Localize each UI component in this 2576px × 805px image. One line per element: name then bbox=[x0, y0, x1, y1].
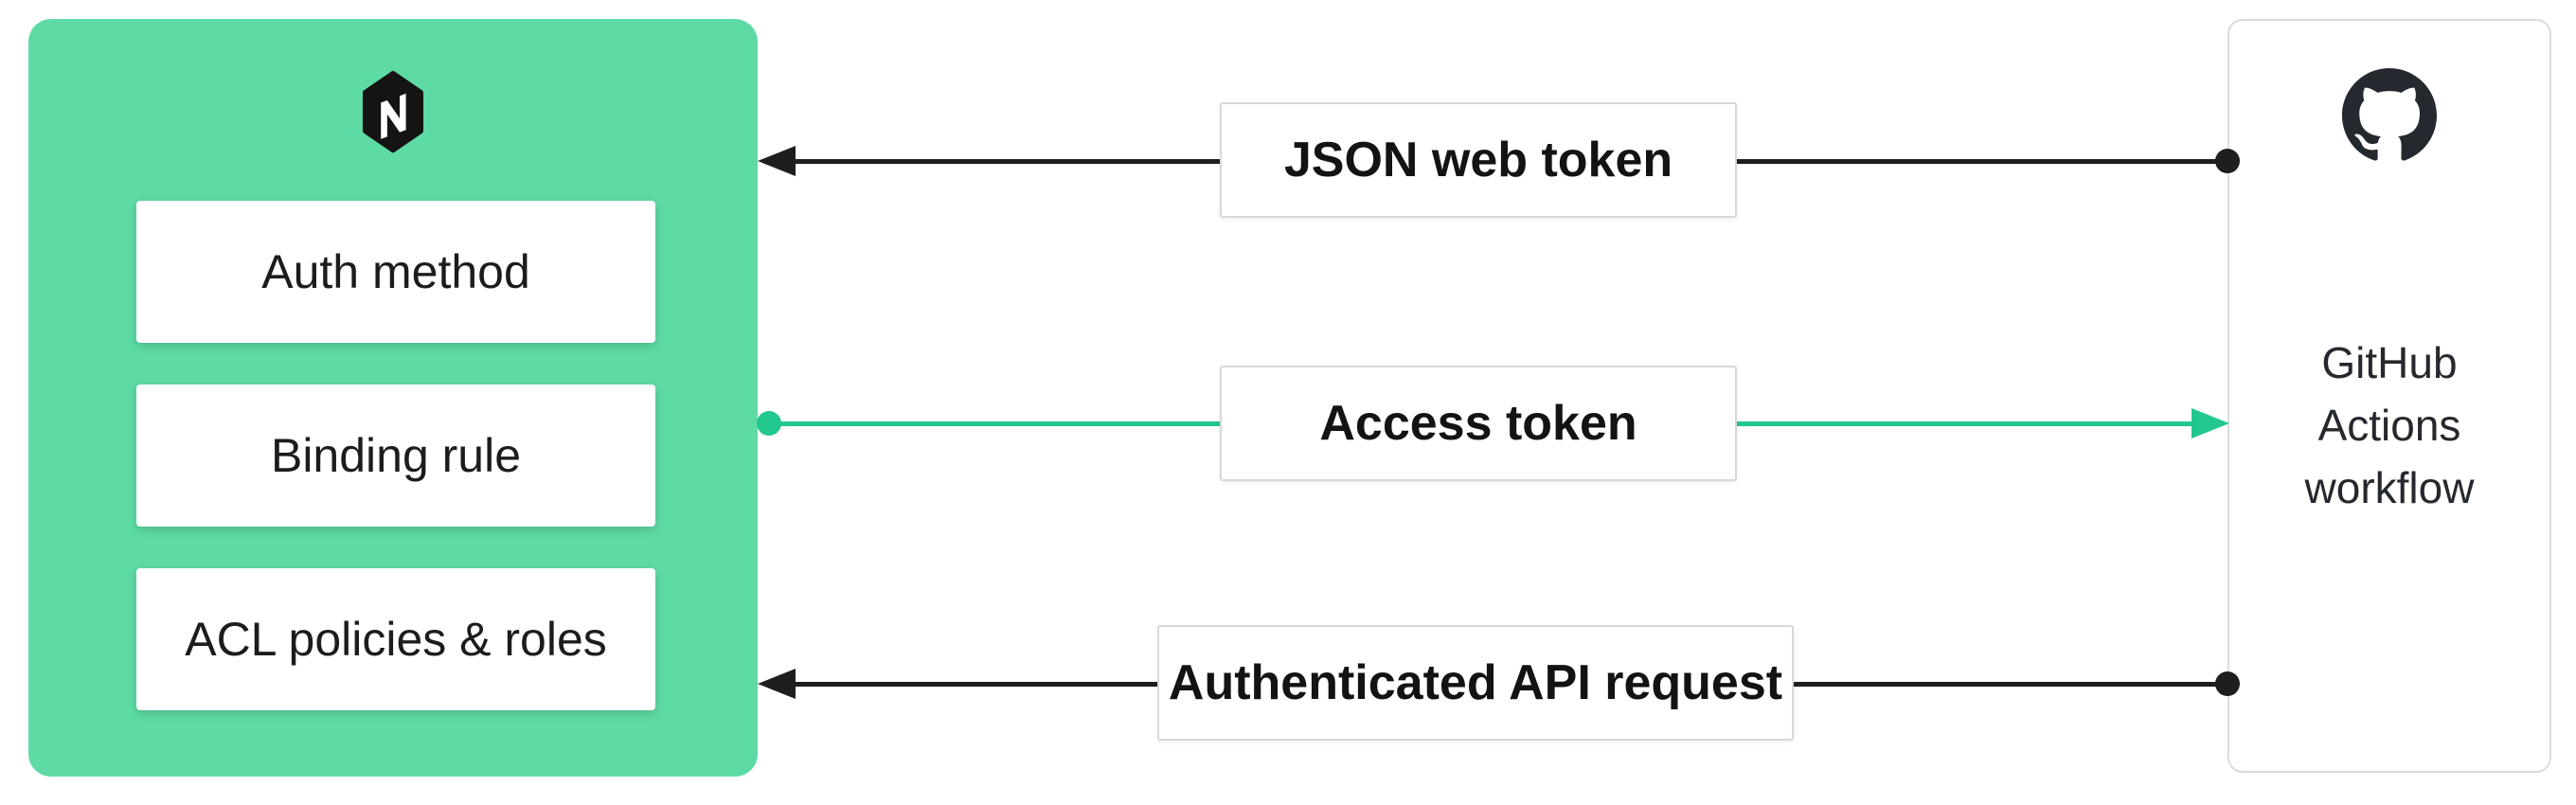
github-panel: GitHub Actions workflow bbox=[2227, 19, 2551, 773]
arrowhead-left-icon bbox=[758, 669, 796, 699]
arrowhead-right-icon bbox=[2191, 408, 2229, 438]
github-panel-label-line: Actions bbox=[2317, 401, 2461, 450]
flow-label-json-web-token: JSON web token bbox=[1220, 102, 1737, 218]
nomad-item-label: Auth method bbox=[261, 245, 530, 298]
flow-label-text: Access token bbox=[1319, 396, 1637, 451]
flow-label-text: Authenticated API request bbox=[1168, 655, 1783, 710]
github-panel-label: GitHub Actions workflow bbox=[2229, 331, 2549, 519]
github-octocat-icon bbox=[2342, 68, 2437, 163]
arrowhead-left-icon bbox=[758, 146, 796, 176]
nomad-icon bbox=[355, 66, 431, 157]
nomad-item-label: ACL policies & roles bbox=[185, 613, 607, 666]
connection-dot bbox=[2215, 671, 2240, 696]
nomad-panel: Auth method Binding rule ACL policies & … bbox=[28, 19, 758, 777]
github-panel-label-line: workflow bbox=[2304, 463, 2475, 512]
connection-dot bbox=[757, 411, 781, 436]
flow-label-text: JSON web token bbox=[1283, 133, 1673, 188]
connection-dot bbox=[2215, 149, 2240, 173]
nomad-item-auth-method: Auth method bbox=[136, 201, 655, 343]
github-panel-label-line: GitHub bbox=[2321, 338, 2458, 387]
nomad-item-binding-rule: Binding rule bbox=[136, 385, 655, 527]
nomad-item-label: Binding rule bbox=[270, 429, 522, 482]
flow-label-authenticated-api-request: Authenticated API request bbox=[1157, 625, 1794, 741]
flow-label-access-token: Access token bbox=[1220, 366, 1737, 481]
nomad-item-acl-policies-roles: ACL policies & roles bbox=[136, 568, 655, 710]
